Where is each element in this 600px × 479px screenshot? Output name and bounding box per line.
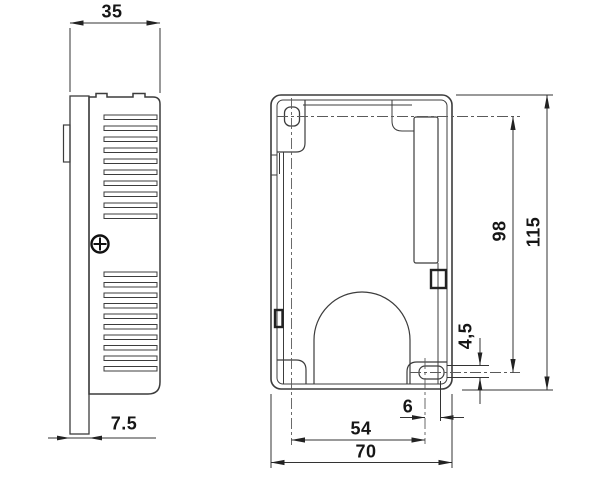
louver-group-bottom xyxy=(103,271,158,372)
dimension-lines xyxy=(48,20,553,468)
front-outer xyxy=(270,94,453,390)
dim-label-side-width: 35 xyxy=(101,1,123,22)
dim-label-slot-vertical: 4,5 xyxy=(455,322,476,350)
screw-head xyxy=(90,234,110,254)
front-view xyxy=(270,94,453,390)
dim-label-hole-spacing: 98 xyxy=(489,220,510,242)
dim-4.5-lines xyxy=(447,338,489,404)
side-mounting-plate xyxy=(69,95,90,435)
dim-label-overall-width: 70 xyxy=(355,441,377,462)
side-din-clip xyxy=(62,124,71,163)
dim-7.5-lines xyxy=(48,435,156,441)
channel-bar xyxy=(413,116,439,264)
dim-label-hole-to-slot: 54 xyxy=(350,418,372,439)
foot-left xyxy=(277,359,307,384)
mounting-tab xyxy=(277,100,306,153)
side-view xyxy=(62,92,161,435)
corner-ledge xyxy=(391,100,414,132)
dim-70-lines xyxy=(270,394,453,468)
side-body xyxy=(88,92,161,395)
foot-right xyxy=(406,361,447,384)
dim-label-slot-horizontal: 6 xyxy=(402,396,414,417)
dim-label-overall-height: 115 xyxy=(523,216,544,248)
clip-right xyxy=(429,268,448,290)
cable-dome xyxy=(313,291,411,384)
centerlines xyxy=(277,98,520,445)
clip-left xyxy=(273,308,284,329)
louver-group-top xyxy=(103,114,158,219)
dim-label-plate-thickness: 7.5 xyxy=(110,413,138,434)
dim-35-lines xyxy=(69,20,161,93)
dim-115-lines xyxy=(456,94,553,391)
dim-6-lines xyxy=(400,381,464,421)
front-inner xyxy=(276,99,448,385)
